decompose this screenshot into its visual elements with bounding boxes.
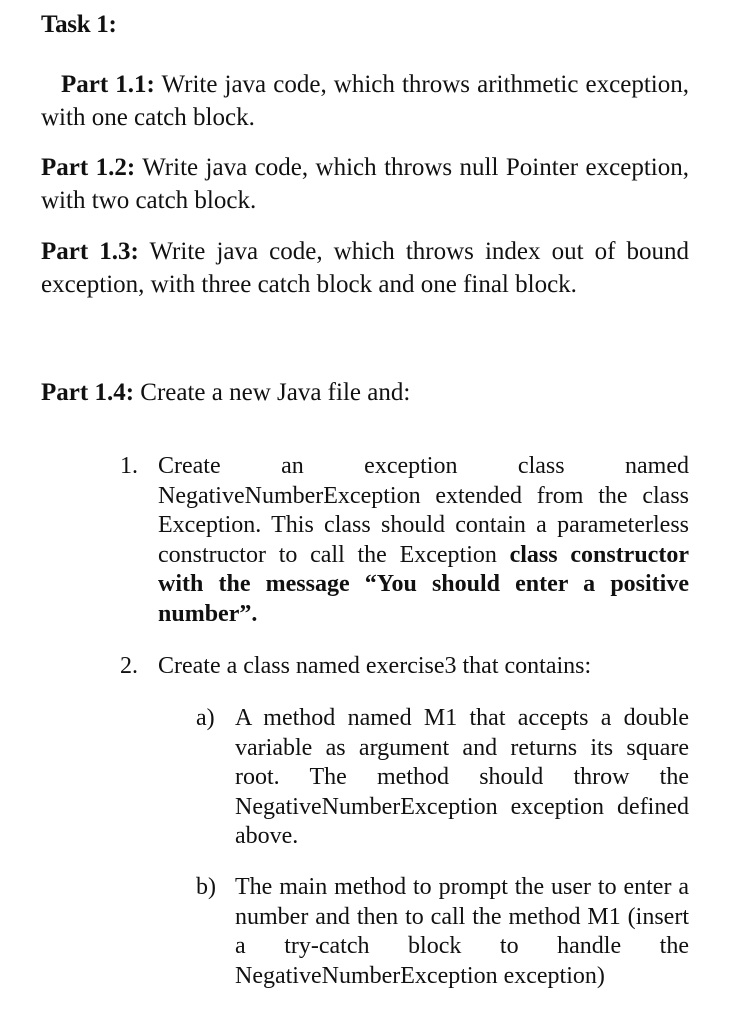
part-1-4-paragraph: Part 1.4: Create a new Java file and:: [41, 376, 689, 409]
sub-list-item-a-text: A method named M1 that accepts a double …: [235, 705, 689, 849]
task-title: Task 1:: [41, 11, 117, 38]
list-item: 1. Create an exception class named Negat…: [120, 452, 689, 629]
part-1-1-paragraph: Part 1.1: Write java code, which throws …: [41, 68, 689, 134]
sub-list-item: b) The main method to prompt the user to…: [196, 873, 689, 991]
list-item-2-text: Create a class named exercise3 that cont…: [158, 653, 592, 679]
part-1-4-text: Create a new Java file and:: [134, 379, 411, 406]
list-item-text: Create an exception class named Negative…: [158, 452, 689, 629]
sub-list-item: a) A method named M1 that accepts a doub…: [196, 704, 689, 852]
list-item-1-text: Create an exception class named Negative…: [158, 453, 689, 568]
part-1-2-label: Part 1.2:: [41, 154, 136, 181]
list-item-1-bold-text: class constructor with the message “You …: [158, 541, 689, 627]
part-1-2-paragraph: Part 1.2: Write java code, which throws …: [41, 151, 689, 217]
sub-list-item-b-text: The main method to prompt the user to en…: [235, 874, 689, 989]
part-1-1-label: Part 1.1:: [61, 71, 155, 98]
part-1-3-text: Write java code, which throws index out …: [41, 238, 689, 298]
list-item: 2. Create a class named exercise3 that c…: [120, 652, 689, 682]
list-item-number: 1.: [120, 453, 138, 479]
sub-list-item-label: b): [196, 874, 216, 900]
part-1-2-text: Write java code, which throws null Point…: [41, 154, 689, 214]
sub-list-item-label: a): [196, 705, 215, 731]
list-item-number: 2.: [120, 653, 138, 679]
part-1-3-paragraph: Part 1.3: Write java code, which throws …: [41, 235, 689, 301]
part-1-3-label: Part 1.3:: [41, 238, 139, 265]
part-1-1-text: Write java code, which throws arithmetic…: [41, 71, 689, 131]
part-1-4-label: Part 1.4:: [41, 379, 135, 406]
